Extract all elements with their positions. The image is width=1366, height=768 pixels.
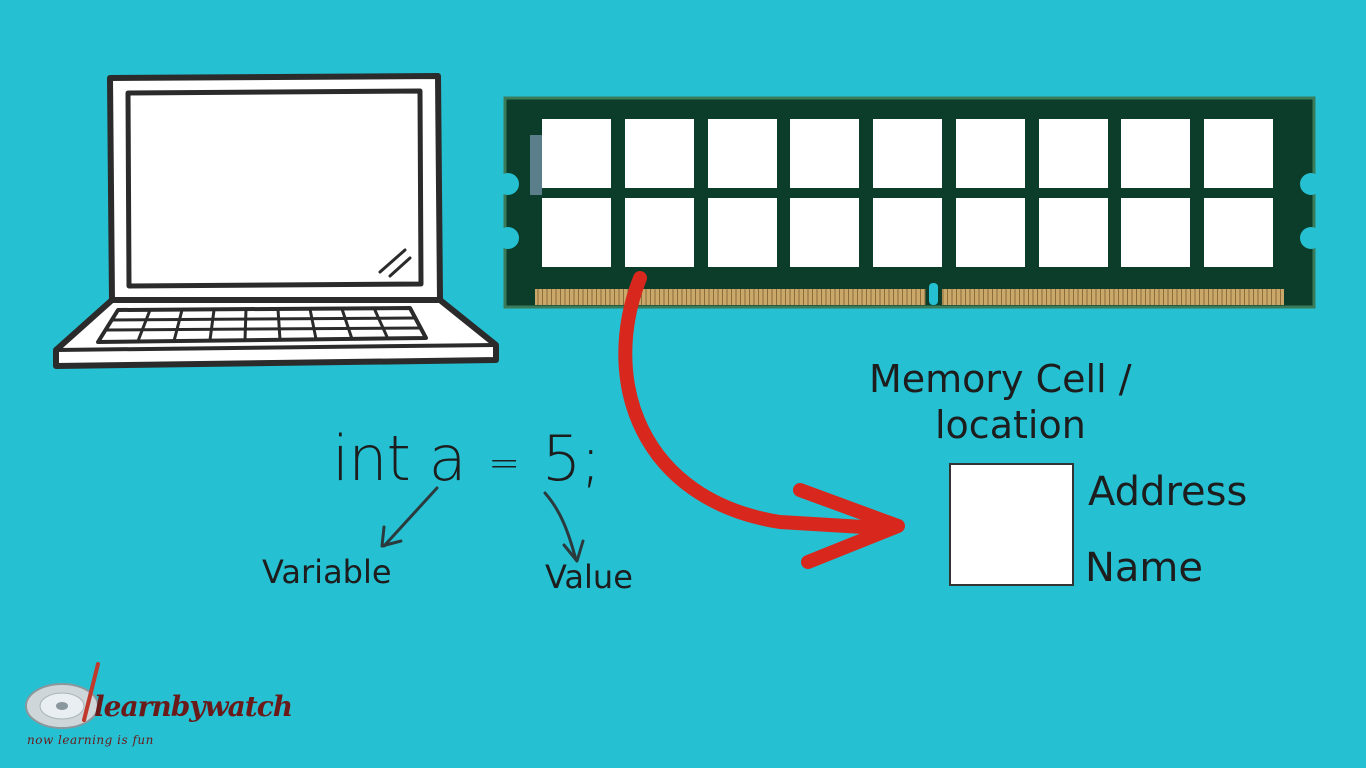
memory-cell-label-line1: Memory Cell / (869, 357, 1132, 401)
code-value: 5; (541, 422, 601, 495)
memory-cell-label-line2: location (935, 403, 1086, 447)
ram-chip (1204, 119, 1273, 188)
code-keyword: int (332, 422, 411, 495)
address-label: Address (1088, 469, 1248, 515)
ram-chip (956, 119, 1025, 188)
ram-chip (708, 198, 777, 267)
ram-chip (1121, 119, 1190, 188)
ram-chip (873, 198, 942, 267)
memory-cell-label: Memory Cell / location (869, 360, 1132, 444)
brand-logo-text: learnbywatch (94, 690, 293, 723)
variable-label: Variable (262, 553, 392, 591)
ram-chip (708, 119, 777, 188)
ram-chip (1204, 198, 1273, 267)
ram-chip (790, 119, 859, 188)
brand-tagline: now learning is fun (27, 733, 154, 747)
ram-chip (625, 198, 694, 267)
ram-chip (542, 119, 611, 188)
ram-chip (1121, 198, 1190, 267)
code-operator: = (488, 441, 520, 485)
ram-chip (625, 119, 694, 188)
ram-chip (542, 198, 611, 267)
ram-chip (1039, 119, 1108, 188)
code-variable: a (428, 422, 467, 495)
ram-chip (1039, 198, 1108, 267)
ram-chip (956, 198, 1025, 267)
name-label: Name (1085, 545, 1204, 591)
code-statement: int a = 5; (332, 428, 601, 490)
ram-chip (873, 119, 942, 188)
value-label: Value (545, 558, 633, 596)
ram-chip (790, 198, 859, 267)
memory-cell-box (949, 463, 1074, 586)
